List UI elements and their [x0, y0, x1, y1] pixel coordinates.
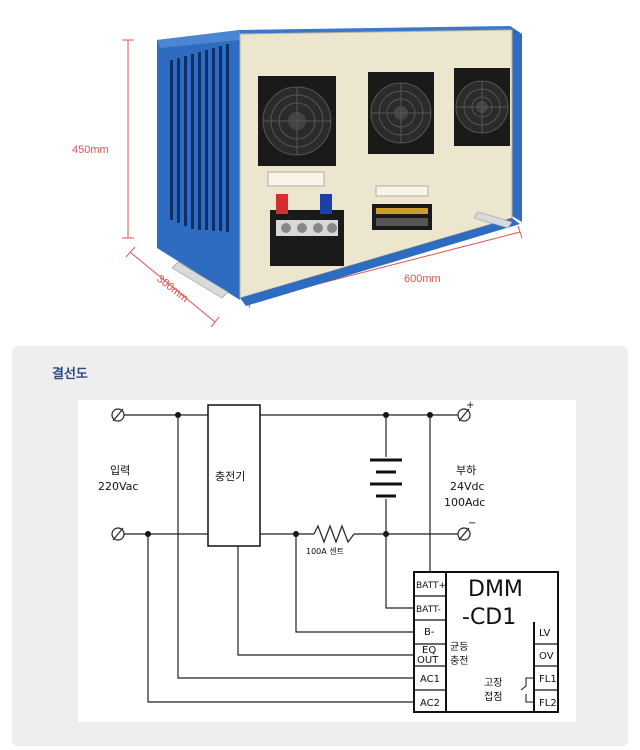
section-title: 결선도 [52, 367, 88, 382]
equalize-label-line2: 충전 [450, 655, 468, 667]
terminal-b-minus: B- [424, 627, 435, 638]
shunt-label: 100A 센트 [306, 546, 344, 556]
output-terminal-block [270, 194, 344, 266]
module-name-line2: -CD1 [462, 605, 516, 630]
input-terminal-bottom [111, 527, 125, 541]
fan-3 [454, 68, 510, 146]
terminal-batt-minus: BATT- [416, 605, 441, 615]
charger-cabinet-illustration: 450mm 300mm 600mm [72, 26, 523, 328]
load-terminal-minus [457, 527, 471, 541]
input-terminal-top [111, 408, 125, 422]
input-label-line2: 220Vac [98, 480, 138, 493]
input-label-line1: 입력 [110, 464, 130, 477]
terminal-fl2: FL2 [539, 698, 557, 709]
load-terminal-plus [457, 408, 471, 422]
control-terminal-strip [372, 204, 432, 230]
terminal-out: OUT [417, 655, 439, 666]
height-dimension: 450mm [72, 39, 134, 239]
fault-label-line2: 접점 [484, 691, 502, 703]
terminal-ac2: AC2 [420, 698, 440, 709]
width-label: 600mm [404, 273, 441, 285]
charger-box [207, 404, 261, 547]
height-label: 450mm [72, 144, 109, 156]
module-name-line1: DMM [468, 577, 523, 602]
terminal-eq: EQ [422, 645, 436, 656]
load-label-line2: 24Vdc [450, 480, 485, 493]
equalize-label-line1: 균등 [450, 641, 468, 653]
wiring-schematic: 입력 220Vac 충전기 [78, 400, 576, 722]
schematic-svg: 입력 220Vac 충전기 [98, 400, 559, 713]
fan-1 [258, 76, 336, 166]
terminal-ac1: AC1 [420, 674, 440, 685]
label-plate [267, 171, 325, 187]
load-label-line3: 100Adc [444, 496, 485, 509]
fan-2 [368, 72, 434, 154]
load-minus-sign: − [468, 518, 476, 529]
product-photo: 450mm 300mm 600mm [0, 0, 640, 340]
battery-symbol [370, 458, 402, 498]
load-plus-sign: + [466, 400, 474, 411]
shunt-resistor [313, 524, 355, 544]
charger-label: 충전기 [215, 470, 245, 483]
terminal-fl1: FL1 [539, 674, 557, 685]
load-label-line1: 부하 [456, 463, 476, 477]
terminal-lv: LV [539, 628, 550, 639]
wiring-diagram-panel: 결선도 입력 220Vac 충전기 [12, 346, 628, 746]
vent-louvers [170, 44, 229, 232]
terminal-batt-plus: BATT+ [416, 581, 446, 591]
fault-label-line1: 고장 [484, 677, 502, 689]
depth-label: 300mm [154, 273, 190, 305]
terminal-ov: OV [539, 651, 554, 662]
fault-contact-symbol [520, 677, 534, 703]
